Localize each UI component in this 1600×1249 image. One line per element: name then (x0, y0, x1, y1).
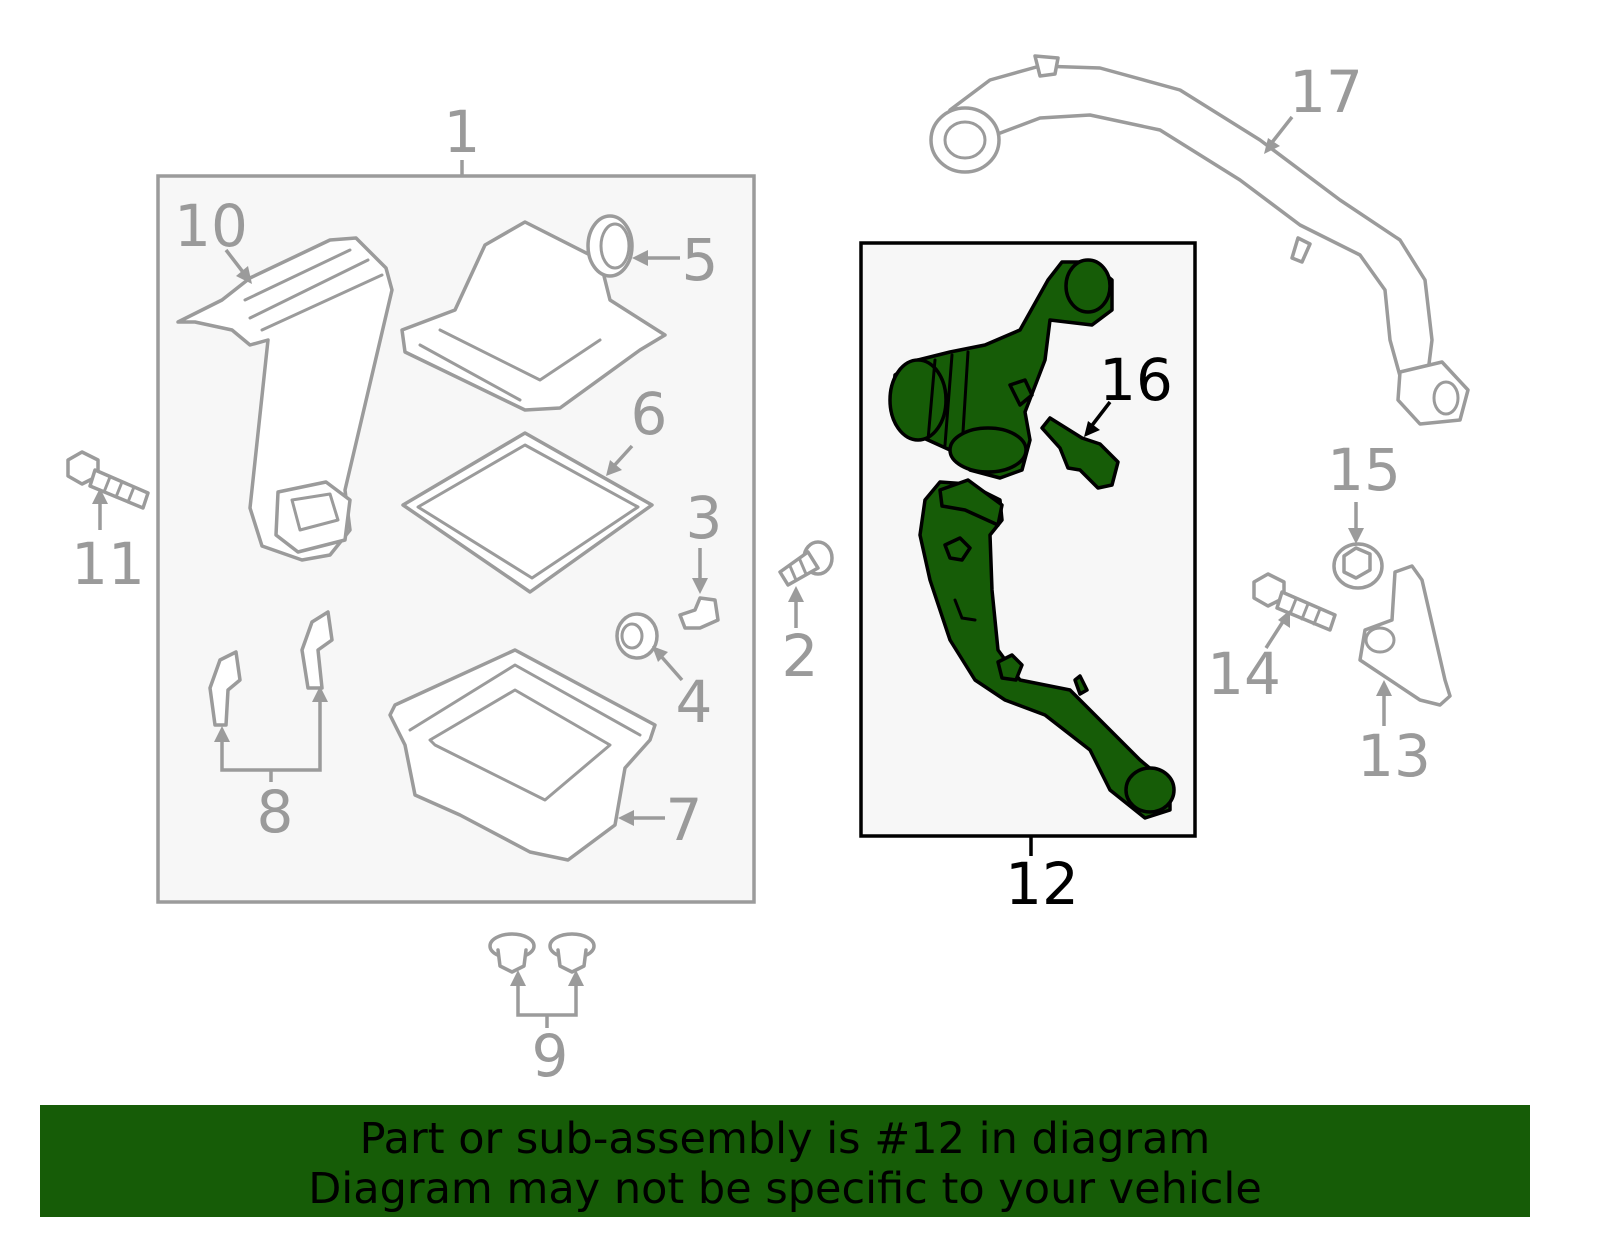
part-15-nut (1332, 502, 1384, 590)
callout-14: 14 (1207, 640, 1281, 708)
part-3-clip (678, 548, 720, 630)
callout-4: 4 (676, 668, 713, 736)
callout-8: 8 (257, 778, 294, 846)
leaders-box1 (224, 248, 680, 826)
part-8-brackets (208, 610, 334, 782)
callout-16: 16 (1099, 346, 1173, 414)
info-banner: Part or sub-assembly is #12 in diagram D… (40, 1105, 1530, 1217)
callout-3: 3 (686, 484, 723, 552)
callout-9: 9 (532, 1022, 569, 1090)
part-2-screw (778, 540, 834, 628)
part-4-grommet (615, 612, 684, 682)
callout-6: 6 (631, 380, 668, 448)
part-11-bolt (66, 450, 150, 530)
callout-12: 12 (1005, 850, 1079, 918)
part-17-hose (929, 54, 1470, 426)
callout-7: 7 (666, 786, 703, 854)
callout-5: 5 (682, 226, 719, 294)
part-7-lower-housing (388, 648, 657, 862)
callout-2: 2 (782, 622, 819, 690)
part-12-inlet-tube (888, 258, 1176, 820)
banner-line-2: Diagram may not be specific to your vehi… (308, 1164, 1262, 1214)
callout-11: 11 (71, 530, 145, 598)
part-16-sensor (1040, 400, 1120, 490)
part-14-bolt (1252, 572, 1337, 649)
part-9-nuts (488, 932, 596, 1028)
callout-10: 10 (174, 192, 248, 260)
part-6-filter (401, 431, 654, 594)
callout-13: 13 (1357, 722, 1431, 790)
part-13-bracket (1358, 564, 1452, 726)
callout-1: 1 (444, 98, 481, 166)
banner-line-1: Part or sub-assembly is #12 in diagram (359, 1114, 1211, 1164)
part-10-intake-duct (176, 236, 394, 562)
callout-17: 17 (1289, 58, 1363, 126)
part-5-cleaner-cover (400, 214, 667, 412)
callout-15: 15 (1327, 436, 1401, 504)
